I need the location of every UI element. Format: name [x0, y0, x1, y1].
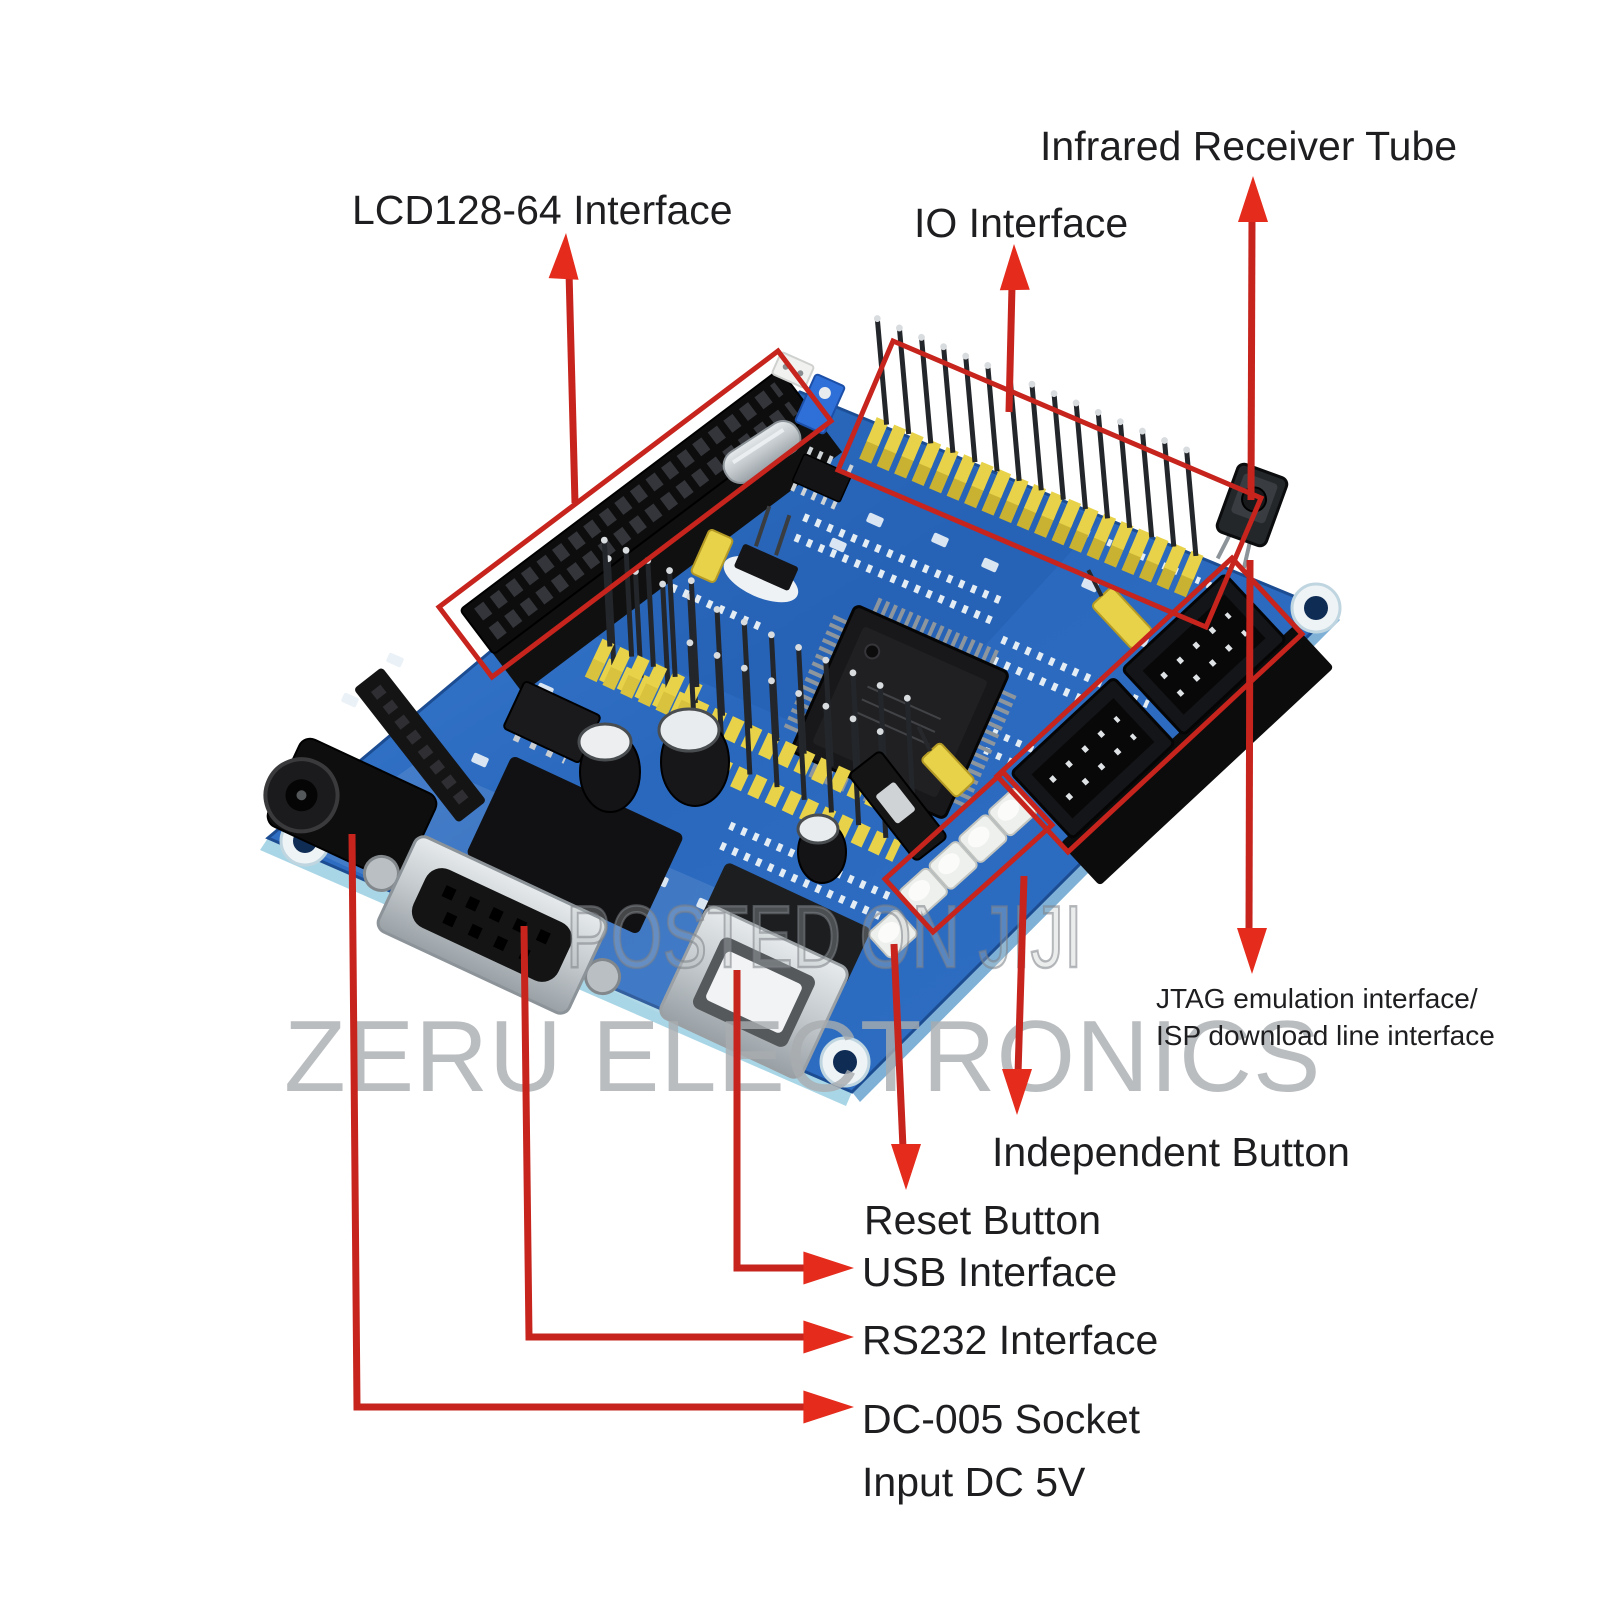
- three-pin-header: [723, 505, 799, 603]
- watermark-posted: POSTED ON JIJI: [565, 886, 1083, 988]
- rs232-arrow: [520, 925, 854, 1354]
- jtag-highlight-box: [993, 554, 1306, 856]
- rs232-interface-label: RS232 Interface: [862, 1317, 1159, 1363]
- jumper: [690, 529, 734, 583]
- reset-button-label: Reset Button: [864, 1197, 1102, 1243]
- io-header: [826, 314, 1245, 600]
- reset-arrow: [890, 943, 921, 1190]
- jtag-label-line2: ISP download line interface: [1156, 1020, 1495, 1051]
- ir-arrow: [1238, 176, 1268, 501]
- soic-chip: [790, 446, 854, 510]
- dc-socket: [263, 737, 438, 883]
- dc-arrow: [348, 833, 854, 1424]
- usb-connector: [659, 863, 870, 1079]
- dc-label-line2: Input DC 5V: [862, 1459, 1086, 1505]
- lcd-arrow: [548, 232, 581, 504]
- independent-highlight-box: [881, 768, 1056, 936]
- black-component-block: [467, 756, 683, 934]
- io-interface-label: IO Interface: [914, 200, 1129, 246]
- electrolytic-capacitor: [577, 722, 641, 813]
- lcd-highlight-box: [435, 347, 835, 681]
- power-switch: [849, 751, 947, 861]
- watermark-brand: ZERU ELECTRONICS: [284, 1001, 1322, 1113]
- jtag-interface-label: JTAG emulation interface/ ISP download l…: [1156, 980, 1495, 1054]
- usb-arrow: [733, 970, 854, 1285]
- independent-arrow: [1002, 875, 1032, 1115]
- left-header-socket: [355, 668, 485, 822]
- dc-label-line1: DC-005 Socket: [862, 1396, 1141, 1442]
- independent-button-label: Independent Button: [992, 1129, 1350, 1175]
- lcd-interface-label: LCD128-64 Interface: [352, 187, 733, 233]
- jtag-label-line1: JTAG emulation interface/: [1156, 983, 1478, 1014]
- jumper: [916, 725, 975, 798]
- jumper: [1086, 569, 1153, 649]
- jtag-connectors: [1002, 563, 1333, 885]
- usb-interface-label: USB Interface: [862, 1249, 1118, 1295]
- rs232-connector: [362, 835, 622, 1015]
- jtag-arrow: [1237, 559, 1267, 974]
- io-arrow: [999, 243, 1030, 413]
- dc-socket-label: DC-005 Socket Input DC 5V: [862, 1388, 1140, 1514]
- electrolytic-capacitor: [796, 813, 847, 884]
- infrared-receiver-label: Infrared Receiver Tube: [1040, 123, 1458, 169]
- io-highlight-box: [834, 337, 1265, 631]
- electrolytic-capacitor: [657, 707, 730, 807]
